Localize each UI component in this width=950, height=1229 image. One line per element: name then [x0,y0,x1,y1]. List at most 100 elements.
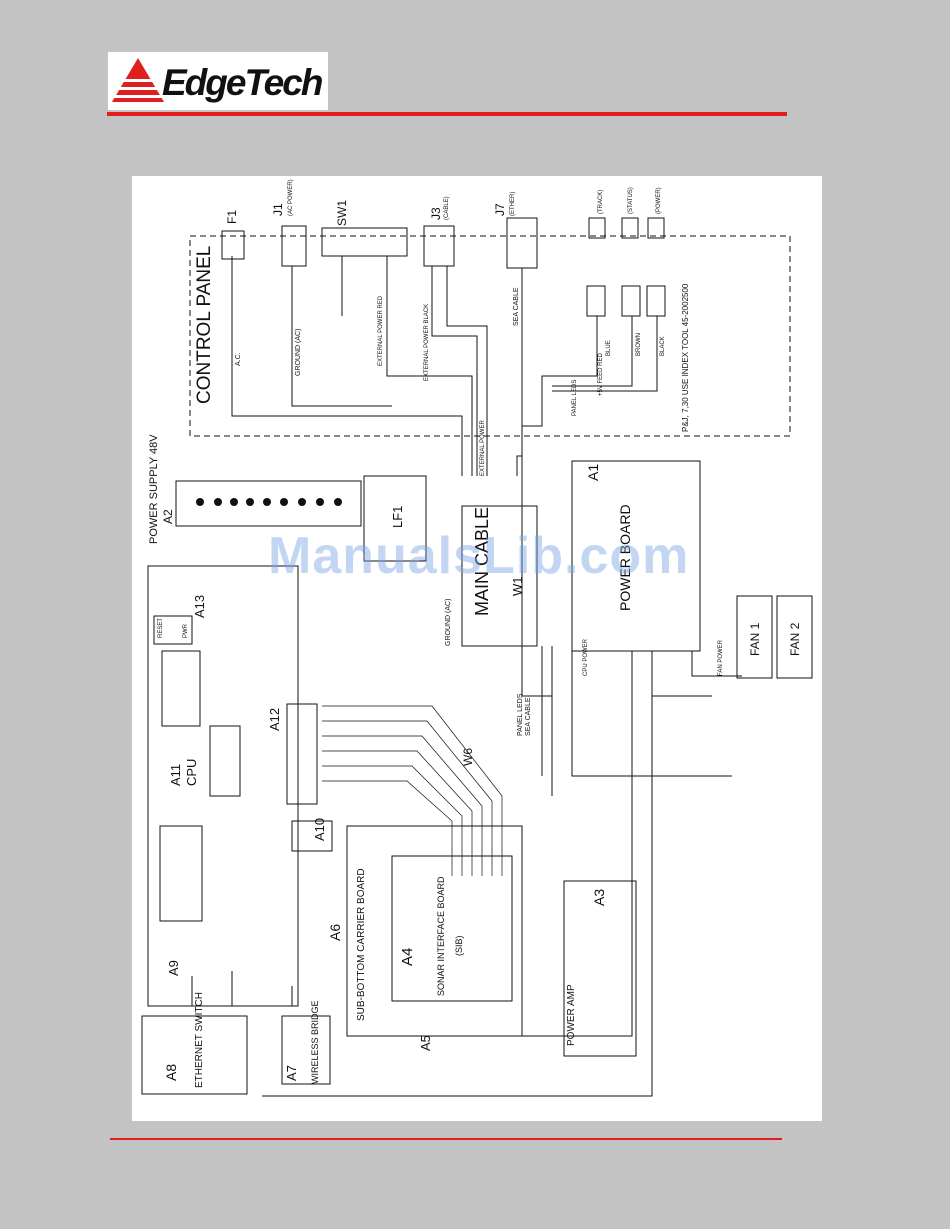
a12-ref: A12 [267,708,282,731]
fan-power-label: FAN POWER [718,639,724,676]
wire-sea-cable [516,268,523,476]
wire-ext-power-red [386,256,473,476]
w6-ref: W6 [461,748,475,766]
wireless-bridge-ref: A7 [284,1065,299,1081]
control-panel-frame [189,235,791,437]
power-amp-label: POWER AMP [566,984,577,1046]
led-power-label: (POWER) [656,187,662,214]
wireless-bridge-a7 [281,1015,331,1085]
power-supply-label: POWER SUPPLY 48V [148,434,160,544]
sea-cable-label: SEA CABLE [525,697,532,736]
wire-led-brown [552,316,633,387]
connector-a10 [291,820,333,852]
connector-j7 [506,217,538,269]
wire-ac-label: A.C. [235,352,242,366]
a6-ref: A6 [327,924,343,941]
main-cable-w1 [461,505,538,647]
connector-j1 [281,225,307,267]
brand-name: EdgeTech [162,62,323,103]
control-panel-note: P&J, 7,30 USE INDEX TOOL 45-2002500 [681,283,690,432]
ribbon-w6 [322,705,503,876]
wire-5v-label: +5V FEED RED [598,352,604,396]
fan-2-label: FAN 2 [788,622,802,656]
sonar-board-sub: (SIB) [454,935,464,956]
led-plug-p6 [646,285,666,317]
power-board-ref: A1 [585,464,601,481]
footer-rule [110,1138,782,1140]
j1-sub: (AC POWER) [288,179,294,216]
wire-ext-power-black [431,266,478,476]
j7-label: J7 [493,203,507,216]
cpu-connector-a11 [209,725,241,797]
fuse-f1 [221,230,245,260]
main-cable-ref: W1 [510,577,525,597]
a13-ref: A13 [192,595,207,618]
line-filter-lf1 [363,475,427,562]
power-amp-a3 [563,880,637,1057]
a9-ref: A9 [166,960,181,976]
header-rule [107,112,787,116]
wire-led-blue [521,316,598,476]
ground-ac-cable-label: GROUND (AC) [445,599,452,646]
wire-cable [446,266,488,476]
panel-a13 [153,615,193,645]
wiring-diagram-svg: CONTROL PANEL P&J, 7,30 USE INDEX TOOL 4… [141,179,813,1097]
wire-sea-cable-label: SEA CABLE [513,287,520,326]
ethernet-switch-ref: A8 [163,1064,179,1081]
led-status-label: (STATUS) [628,187,634,214]
wire-black-label: BLACK [660,336,666,356]
led-track [588,217,606,239]
switch-sw1 [321,227,408,257]
led-status [621,217,639,239]
cpu-label: CPU [184,759,199,786]
led-track-label: (TRACK) [598,190,604,214]
control-panel-title: CONTROL PANEL [194,246,215,404]
sonar-board-a4 [391,855,513,1002]
wire-brown-label: BROWN [636,333,642,356]
led-plug-p7 [621,285,641,317]
wire-blue-label: BLUE [606,340,612,356]
j1-label: J1 [271,203,285,216]
carrier-board-a5 [346,825,523,1037]
fan-power-wires [651,651,742,697]
sonar-board-label: SONAR INTERFACE BOARD [436,876,446,996]
ribbon-a9-cable [159,825,203,922]
a13-reset-label: RESET [158,618,164,638]
power-supply-terminals [196,498,342,506]
sonar-board-ref: A4 [399,948,416,966]
wire-ext-power-label: EXTERNAL POWER RED [378,295,384,366]
power-distribution-wires [262,646,732,1097]
led-plug-p3 [586,285,606,317]
watermark: ManualsLib.com [268,527,690,585]
wiring-diagram: CONTROL PANEL P&J, 7,30 USE INDEX TOOL 4… [132,176,822,1121]
wire-ground-label: GROUND (AC) [295,329,302,376]
panel-leds-label: PANEL LEDS [517,693,524,736]
ethernet-switch-a8 [141,1015,248,1095]
logo-triangle-icon [112,58,164,102]
sw1-label: SW1 [335,200,349,226]
fan-2 [776,595,813,679]
main-cable-label: MAIN CABLE [472,507,492,616]
ethernet-leads [191,971,293,1006]
power-board-a1 [571,460,701,652]
wire-ac [231,256,463,476]
a5-ref: A5 [418,1035,433,1051]
ribbon-a13-cable [161,650,201,727]
power-supply-ref: A2 [161,509,175,524]
j3-sub: (CABLE) [444,196,450,220]
a13-pwr-label: PWR [183,623,189,638]
wireless-bridge-label: WIRELESS BRIDGE [310,1000,320,1084]
wire-ext-black-label: EXTERNAL POWER BLACK [424,304,430,381]
connector-a12 [286,703,318,805]
wire-panel-leds-label: PANEL LEDS [572,380,578,416]
power-board-label: POWER BOARD [617,504,633,611]
connector-j3 [423,225,455,267]
edgetech-logo: EdgeTech [108,52,328,110]
lf1-label: LF1 [390,506,405,528]
chassis-a6-frame [147,565,299,1007]
ethernet-switch-label: ETHERNET SWITCH [194,992,205,1088]
fan-1-label: FAN 1 [748,622,762,656]
cpu-power-label: CPU POWER [583,638,589,676]
wire-led-black [552,316,658,392]
external-power-label: EXTERNAL POWER [480,420,486,476]
